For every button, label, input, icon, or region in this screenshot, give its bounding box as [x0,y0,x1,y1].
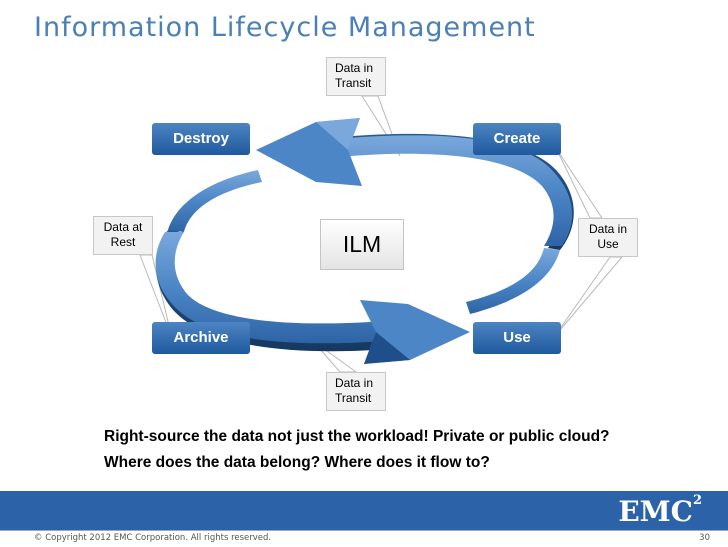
callout-data-at-rest: Data at Rest [93,216,153,255]
cycle-arrow-top [256,118,574,250]
bottom-questions: Right-source the data not just the workl… [104,424,610,476]
callout-line: Rest [110,235,136,249]
ring-right-side [466,248,560,314]
stage-archive: Archive [152,322,250,354]
callout-line: Data in [588,222,628,236]
copyright-text: © Copyright 2012 EMC Corporation. All ri… [34,533,272,543]
callout-line: Transit [335,391,372,405]
callout-data-in-use: Data in Use [578,218,638,257]
callout-pointers [139,95,624,373]
callout-line: Data in [335,61,374,75]
cycle-arrow-bottom [155,230,470,364]
callout-line: Data in [335,376,374,390]
page-number: 30 [699,533,710,543]
footer-divider [0,530,728,547]
pointer-in-use-lower [554,256,624,337]
callout-line: Use [597,237,619,251]
callout-line: Data at [103,220,143,234]
callout-data-in-transit-bottom: Data in Transit [326,372,386,411]
question-line: Where does the data belong? Where does i… [104,454,490,471]
callout-data-in-transit-top: Data in Transit [326,57,386,96]
stage-destroy: Destroy [152,123,250,155]
callout-line: Transit [335,76,372,90]
slide-title: Information Lifecycle Management [34,12,536,43]
ilm-center-box: ILM [320,219,404,270]
emc-logo: EMC2 [618,493,702,528]
pointer-rest [139,254,173,339]
stage-use: Use [473,322,561,354]
question-line: Right-source the data not just the workl… [104,428,610,445]
footer-bar: EMC2 [0,491,728,530]
stage-create: Create [473,123,561,155]
ring-left-side [168,170,262,232]
